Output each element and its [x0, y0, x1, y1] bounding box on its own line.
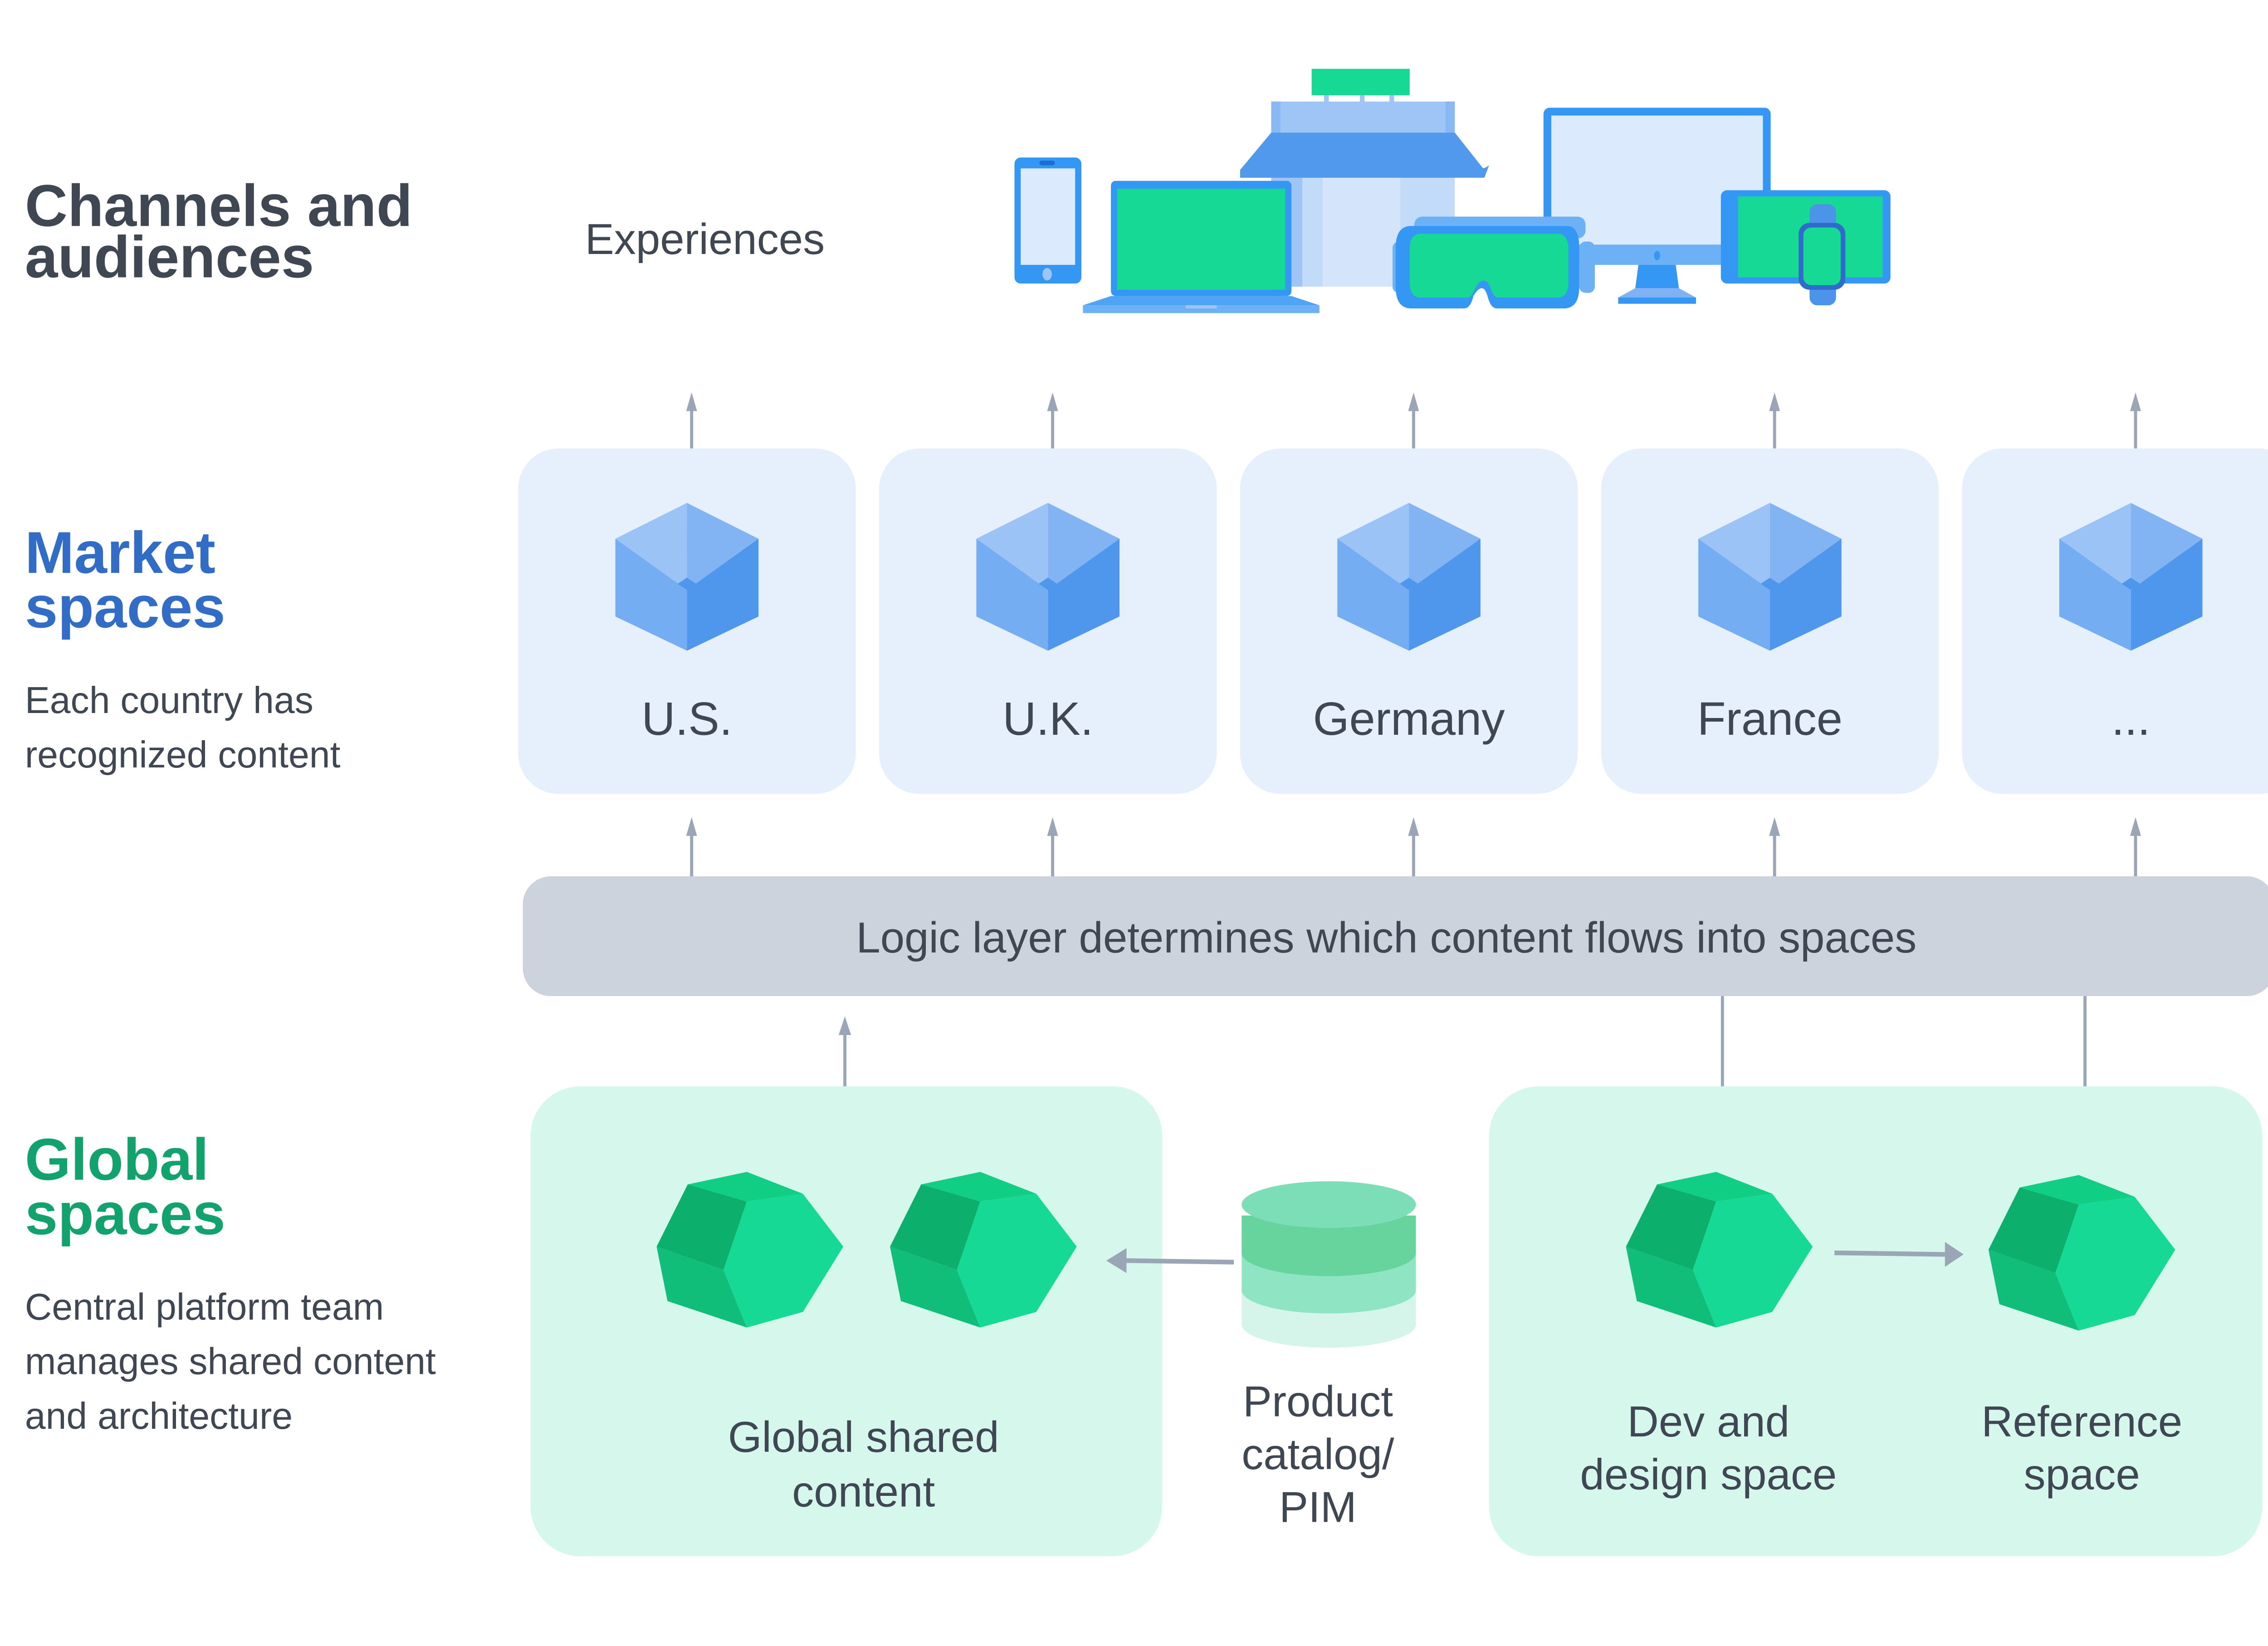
arrows-market-to-experiences	[686, 392, 2141, 449]
global-description-line-2: manages shared content	[25, 1341, 436, 1382]
cube-icon	[2059, 503, 2203, 651]
market-space-0: U.S.	[518, 448, 856, 794]
global-description-line-3: and architecture	[25, 1395, 293, 1437]
reference-label-line-2: space	[2024, 1451, 2140, 1499]
global-shared-content-box: Global shared content	[530, 1086, 1163, 1557]
market-space-2: Germany	[1240, 448, 1578, 794]
logic-layer-background	[523, 876, 2268, 996]
arrow-shared-to-logic-head	[838, 1016, 851, 1035]
arrow-logic-to-market-0-head	[686, 817, 697, 836]
arrow-dev-to-reference-line	[1834, 1250, 1945, 1257]
global-description-line-1: Central platform team	[25, 1286, 384, 1328]
arrow-market-2-to-experiences-head	[1408, 392, 1419, 411]
global-heading-line-2: spaces	[25, 1181, 225, 1247]
laptop-icon	[1083, 181, 1320, 313]
global-shared-content-label-line-1: Global shared	[728, 1413, 999, 1461]
market-heading-line-1: Market	[25, 519, 215, 586]
arrow-logic-to-market-1-head	[1047, 817, 1058, 836]
product-catalog-label-line-1: Product	[1243, 1377, 1393, 1426]
product-catalog-label-line-2: catalog/	[1242, 1430, 1394, 1479]
hexagon-prism-icon	[1988, 1175, 2175, 1331]
channels-heading: Channels and audiences	[25, 172, 413, 290]
hexagon-prism-icon	[1626, 1172, 1813, 1328]
database-icon	[1242, 1181, 1416, 1348]
market-description-line-2: recognized content	[25, 734, 341, 776]
market-space-1: U.K.	[879, 448, 1217, 794]
hexagon-prism-icon	[656, 1172, 844, 1328]
channels-heading-line-1: Channels and	[25, 172, 413, 239]
arrow-logic-to-market-4-head	[2130, 817, 2141, 836]
product-catalog: Product catalog/ PIM	[1106, 1181, 1416, 1532]
smartwatch-icon	[1799, 204, 1846, 306]
vr-headset-icon	[1393, 216, 1595, 309]
market-space-label: France	[1697, 693, 1843, 745]
market-space-3: France	[1601, 448, 1939, 794]
global-heading: Global spaces Central platform team mana…	[25, 1126, 436, 1437]
arrow-logic-to-market-2-head	[1408, 817, 1419, 836]
arrow-market-4-to-experiences-head	[2130, 392, 2141, 411]
market-space-label: ...	[2112, 693, 2151, 745]
arrow-market-1-to-experiences-head	[1047, 392, 1058, 411]
experiences-label: Experiences	[585, 215, 825, 264]
global-heading-line-1: Global	[25, 1126, 209, 1192]
dev-design-label-line-1: Dev and	[1628, 1397, 1790, 1446]
market-space-label: U.K.	[1002, 693, 1093, 745]
arrows-logic-to-market	[686, 817, 2141, 877]
market-space-4: ...	[1962, 448, 2268, 794]
market-spaces-row: U.S. U.K. Germany France...	[518, 448, 2268, 794]
arrow-logic-to-market-3-head	[1769, 817, 1780, 836]
market-space-label: Germany	[1313, 693, 1505, 745]
devices-illustration	[1014, 68, 1891, 313]
arrow-dev-to-reference-head	[1945, 1242, 1964, 1267]
cube-icon	[1698, 503, 1842, 651]
market-description-line-1: Each country has	[25, 679, 313, 721]
dev-reference-box: Dev and design space Reference space	[1489, 1086, 2263, 1557]
phone-icon	[1014, 157, 1082, 284]
market-heading: Market spaces Each country has recognize…	[25, 519, 341, 776]
dev-design-label-line-2: design space	[1580, 1451, 1837, 1499]
arrow-catalog-to-shared-head	[1106, 1248, 1127, 1273]
arrow-catalog-to-shared-line	[1126, 1258, 1234, 1265]
arrows-global-to-logic	[838, 996, 2087, 1087]
reference-label-line-1: Reference	[1981, 1397, 2182, 1446]
cube-icon	[1337, 503, 1481, 651]
market-heading-line-2: spaces	[25, 574, 225, 640]
arrow-market-0-to-experiences-head	[686, 392, 697, 411]
arrow-market-3-to-experiences-head	[1769, 392, 1780, 411]
market-space-label: U.S.	[641, 693, 732, 745]
channels-heading-line-2: audiences	[25, 224, 314, 290]
cube-icon	[615, 503, 759, 651]
product-catalog-label-line-3: PIM	[1279, 1483, 1357, 1532]
hexagon-prism-icon	[890, 1172, 1077, 1328]
logic-layer-label: Logic layer determines which content flo…	[856, 913, 1916, 962]
logic-layer-bar: Logic layer determines which content flo…	[523, 876, 2268, 996]
cube-icon	[976, 503, 1120, 651]
global-shared-content-label-line-2: content	[792, 1467, 935, 1516]
